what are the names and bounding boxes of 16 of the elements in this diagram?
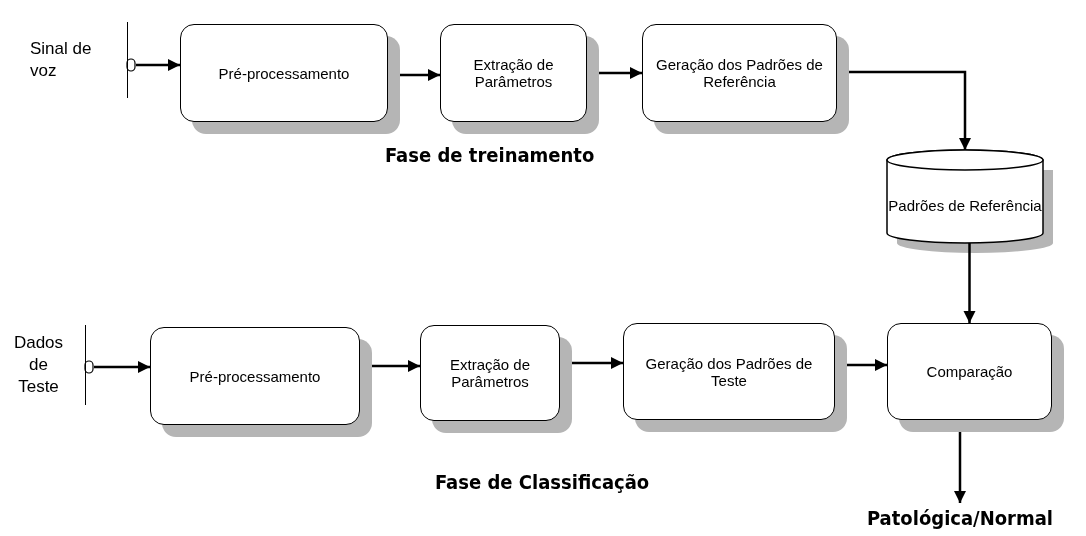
- box-label: Extração de Parâmetros: [472, 56, 555, 90]
- box-label: Pré-processamento: [189, 367, 321, 385]
- box-label: Comparação: [926, 363, 1013, 380]
- arrow: [94, 360, 150, 374]
- phase-title: Fase de treinamento: [385, 143, 595, 167]
- input-label: Dados de Teste: [8, 325, 86, 405]
- input-label: Sinal de voz: [30, 22, 128, 98]
- box-label: Extração de Parâmetros: [448, 356, 531, 390]
- phase-title: Fase de Classificação: [435, 470, 650, 494]
- box-label: Pré-processamento: [218, 64, 350, 82]
- output-label: Patológica/Normal: [840, 503, 1080, 533]
- arrow: [136, 58, 180, 72]
- box-label: Geração dos Padrões de Teste: [644, 354, 814, 389]
- arrow: [963, 243, 976, 323]
- box-label: Geração dos Padrões de Referência: [655, 56, 824, 90]
- box-label: Padrões de Referência: [888, 197, 1042, 214]
